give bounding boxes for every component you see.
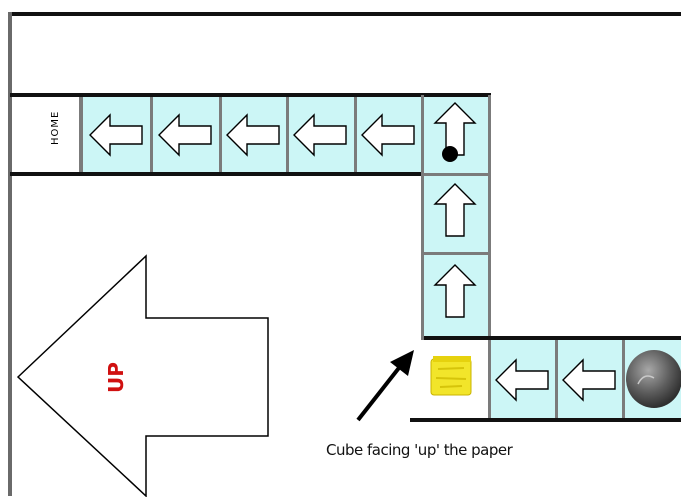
up-arrow-icon: [433, 263, 477, 321]
left-arrow-icon: [494, 358, 552, 402]
top-border: [10, 12, 681, 16]
left-border: [8, 12, 12, 496]
start-dot-icon: [440, 144, 460, 164]
home-label: HOME: [49, 125, 63, 145]
yellow-cube-icon: [428, 354, 476, 400]
cell-divider: [219, 97, 222, 172]
left-arrow-icon: [88, 113, 146, 157]
caption: Cube facing 'up' the paper: [326, 441, 626, 463]
grey-ball-icon: [624, 348, 681, 410]
left-arrow-icon: [225, 113, 283, 157]
cell-divider: [286, 97, 289, 172]
left-arrow-icon: [292, 113, 350, 157]
home-cell: [12, 97, 79, 172]
cell-divider: [488, 340, 491, 418]
cell-divider: [421, 95, 424, 340]
cell-divider: [424, 173, 488, 176]
up-label: UP: [103, 363, 129, 393]
cell-divider: [488, 95, 491, 340]
cell-divider: [150, 97, 153, 172]
top-track-lower-edge: [10, 172, 422, 176]
left-arrow-icon: [157, 113, 215, 157]
pointer-arrow-icon: [350, 348, 418, 426]
cell-divider: [424, 252, 488, 255]
cell-divider: [354, 97, 357, 172]
cell-divider: [79, 97, 83, 172]
left-arrow-icon: [360, 113, 418, 157]
bottom-track-lower-edge: [410, 418, 681, 422]
big-up-arrow-icon: [15, 253, 275, 497]
left-arrow-icon: [561, 358, 619, 402]
cell-divider: [555, 340, 558, 418]
up-arrow-icon: [433, 182, 477, 240]
